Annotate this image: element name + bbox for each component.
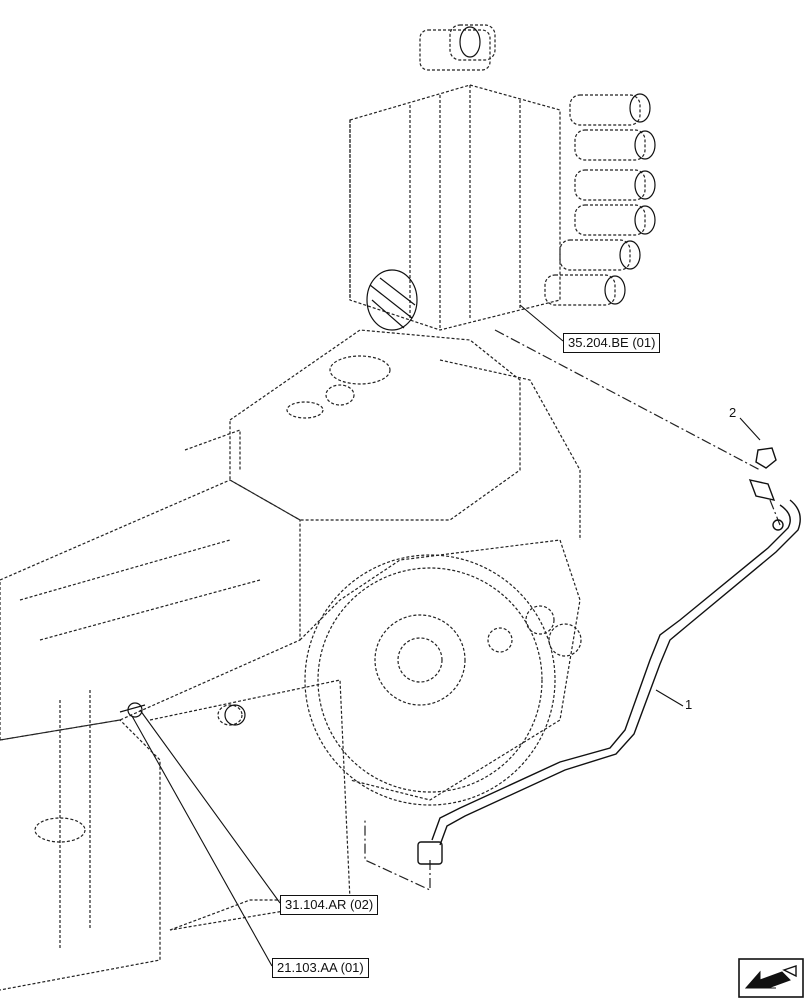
housing-lettering — [34, 355, 391, 843]
assembly-center-lines — [364, 329, 781, 891]
transmission-housing — [0, 329, 581, 991]
housing-ports — [119, 702, 246, 726]
reference-valve-block[interactable]: 35.204.BE (01) — [563, 333, 661, 353]
pipe-part-1 — [417, 479, 801, 865]
nut-part-2 — [755, 447, 777, 469]
leader-lines — [131, 304, 761, 967]
back-arrow-icon[interactable] — [738, 958, 804, 998]
control-valve-stack — [349, 24, 646, 331]
flywheel — [304, 554, 582, 806]
reference-pipe-fitting-a[interactable]: 31.104.AR (02) — [280, 895, 379, 915]
callout-nut: 2 — [729, 405, 737, 420]
valve-cover-plate — [366, 269, 418, 331]
callout-pipe: 1 — [685, 697, 693, 712]
valve-solenoid-ends — [459, 26, 656, 305]
reference-pipe-fitting-b[interactable]: 21.103.AA (01) — [272, 958, 369, 978]
